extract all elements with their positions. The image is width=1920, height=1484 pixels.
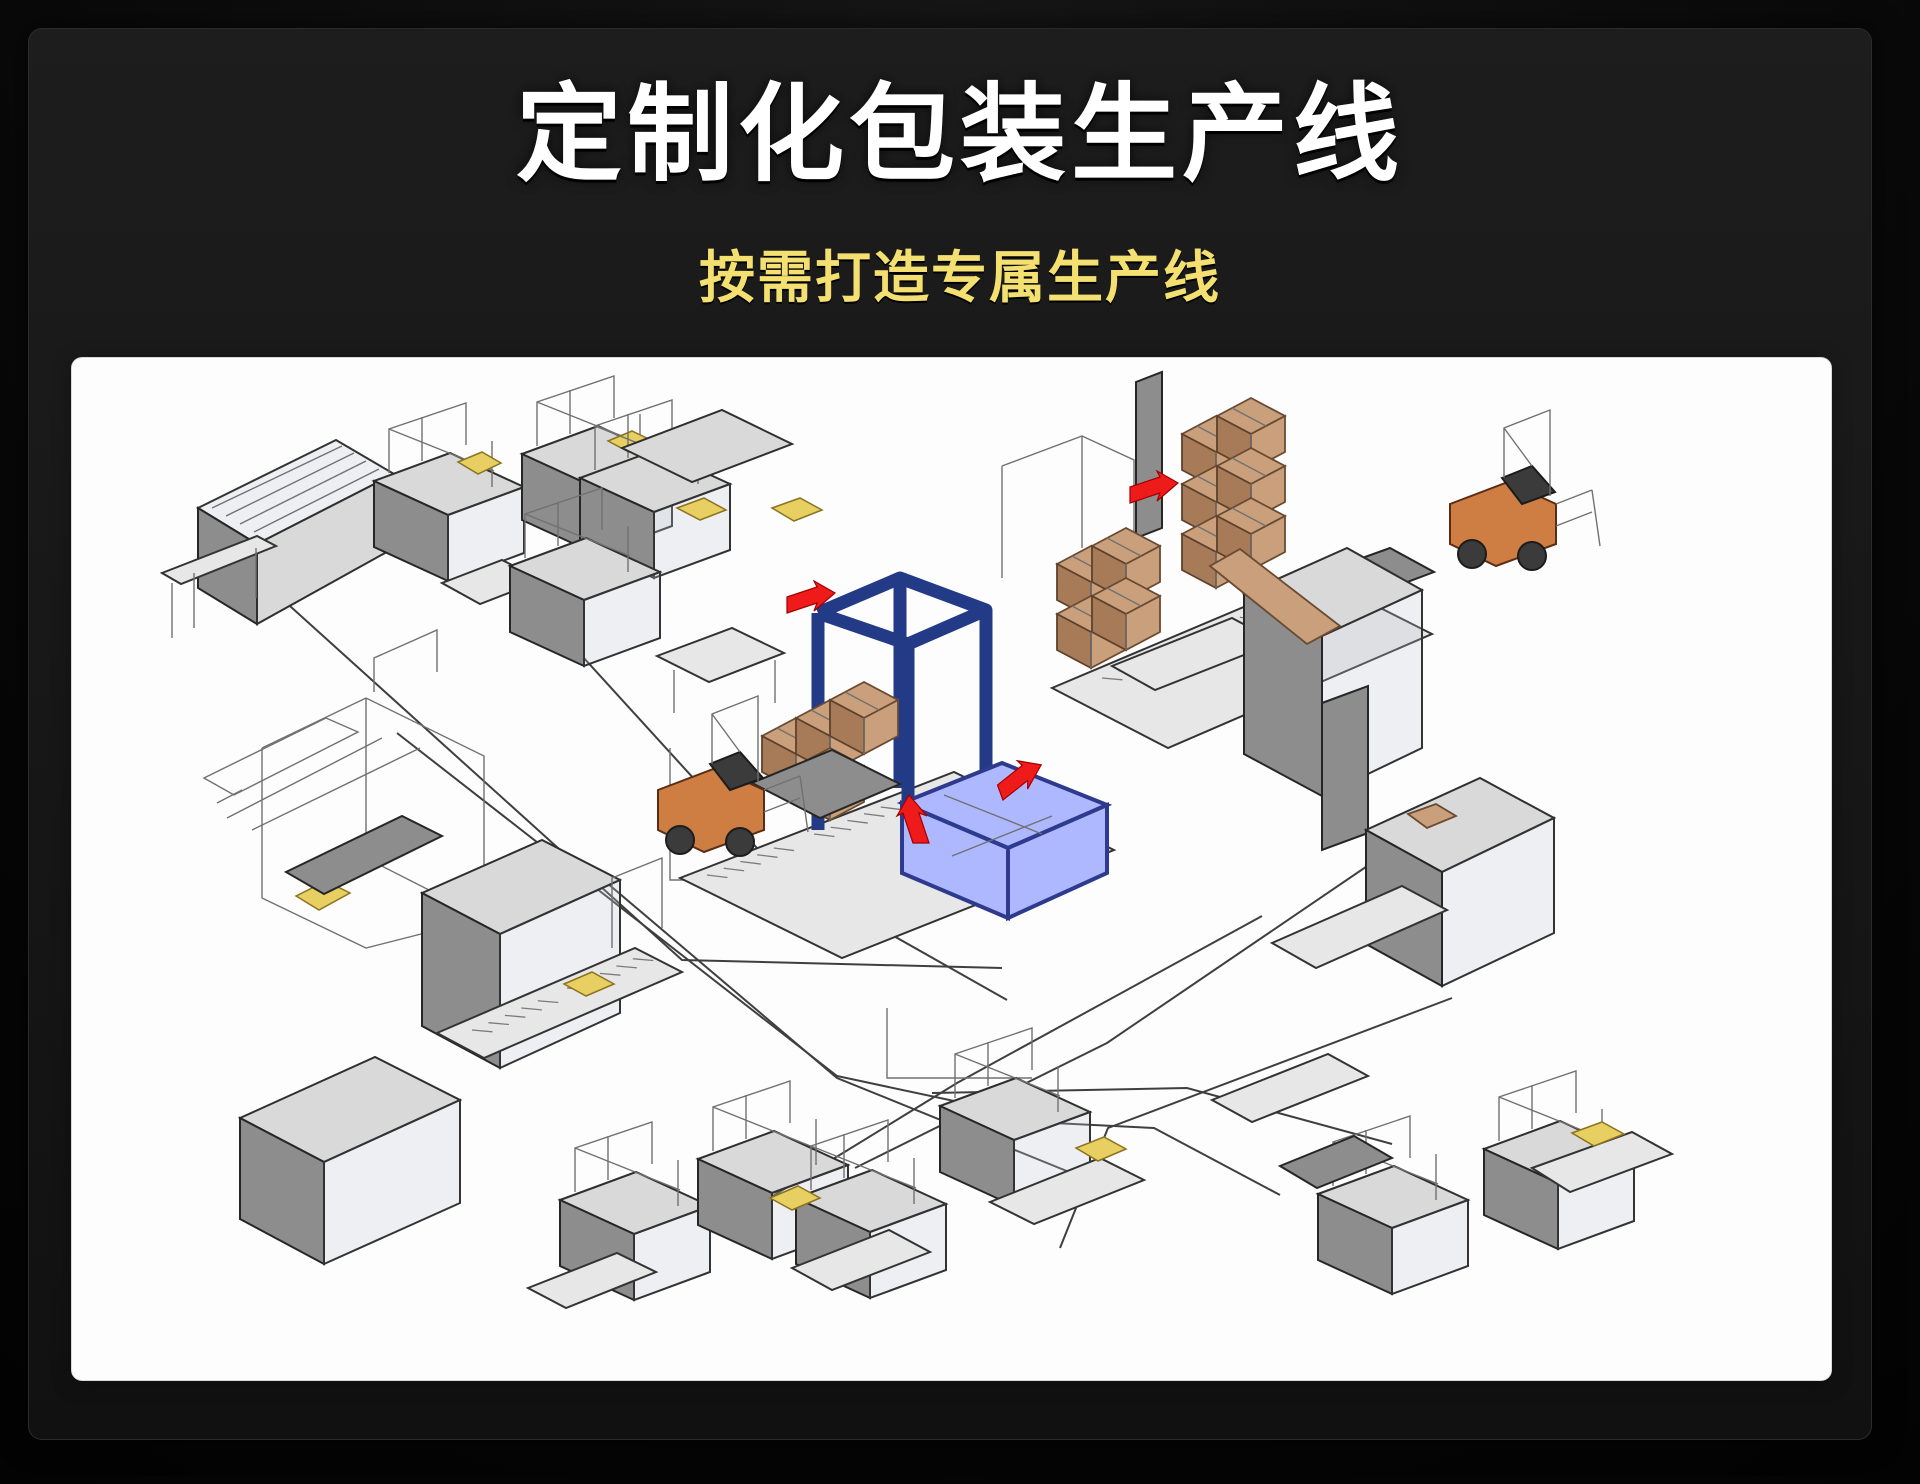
- page-title: 定制化包装生产线: [516, 73, 1404, 196]
- left-robotic-frame: [202, 628, 485, 949]
- lower-left-packing-line: [237, 838, 685, 1266]
- top-center-case-packers: [509, 399, 824, 713]
- bottom-center-machines: [525, 1027, 1147, 1310]
- central-palletizer-cell: [657, 571, 1117, 960]
- page-subtitle: 按需打造专属生产线: [699, 246, 1221, 311]
- right-side-case-erector-machines: [1109, 546, 1675, 1295]
- top-left-packaging-machines: [159, 375, 673, 638]
- packaging-line-schematic: [159, 370, 1675, 1310]
- production-line-diagram-card: [72, 358, 1831, 1380]
